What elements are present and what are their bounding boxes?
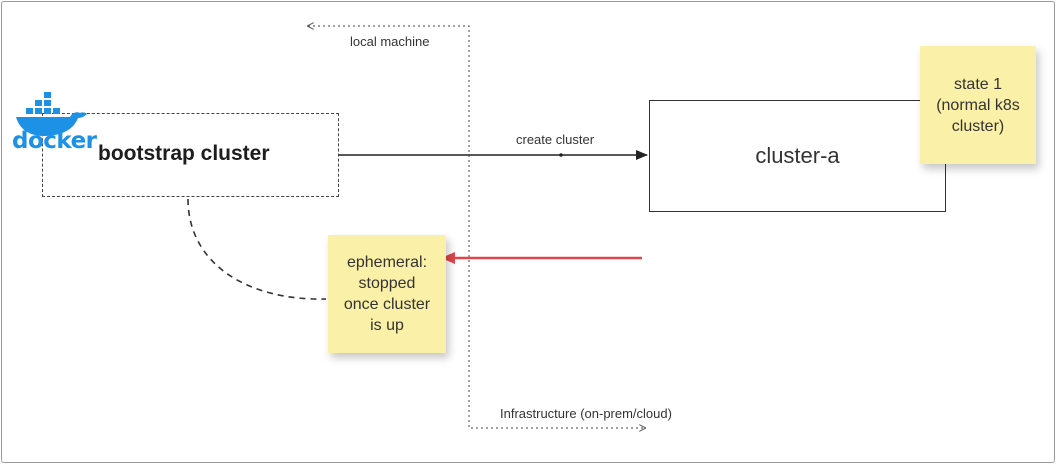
ephemeral-sticky-note: ephemeral: stopped once cluster is up bbox=[328, 235, 446, 353]
bootstrap-cluster-box bbox=[42, 113, 339, 197]
ephemeral-note-text: ephemeral: stopped once cluster is up bbox=[343, 254, 431, 334]
cluster-a-label: cluster-a bbox=[649, 100, 946, 212]
cluster-a-text: cluster-a bbox=[755, 143, 840, 168]
bootstrap-cluster-label: bootstrap cluster bbox=[98, 142, 270, 165]
boundary-divider-line bbox=[308, 26, 645, 428]
docker-whale-icon bbox=[16, 92, 87, 136]
state-sticky-note: state 1 (normal k8s cluster) bbox=[920, 46, 1036, 164]
ephemeral-connector-curve bbox=[187, 198, 327, 300]
cluster-a-box bbox=[649, 100, 946, 212]
state-note-text: state 1 (normal k8s cluster) bbox=[936, 75, 1020, 135]
local-machine-label: local machine bbox=[350, 34, 430, 49]
create-cluster-arrow-midpoint bbox=[559, 153, 563, 157]
infrastructure-label: Infrastructure (on-prem/cloud) bbox=[500, 406, 672, 421]
create-cluster-label: create cluster bbox=[516, 132, 595, 147]
docker-wordmark: docker bbox=[12, 128, 97, 154]
